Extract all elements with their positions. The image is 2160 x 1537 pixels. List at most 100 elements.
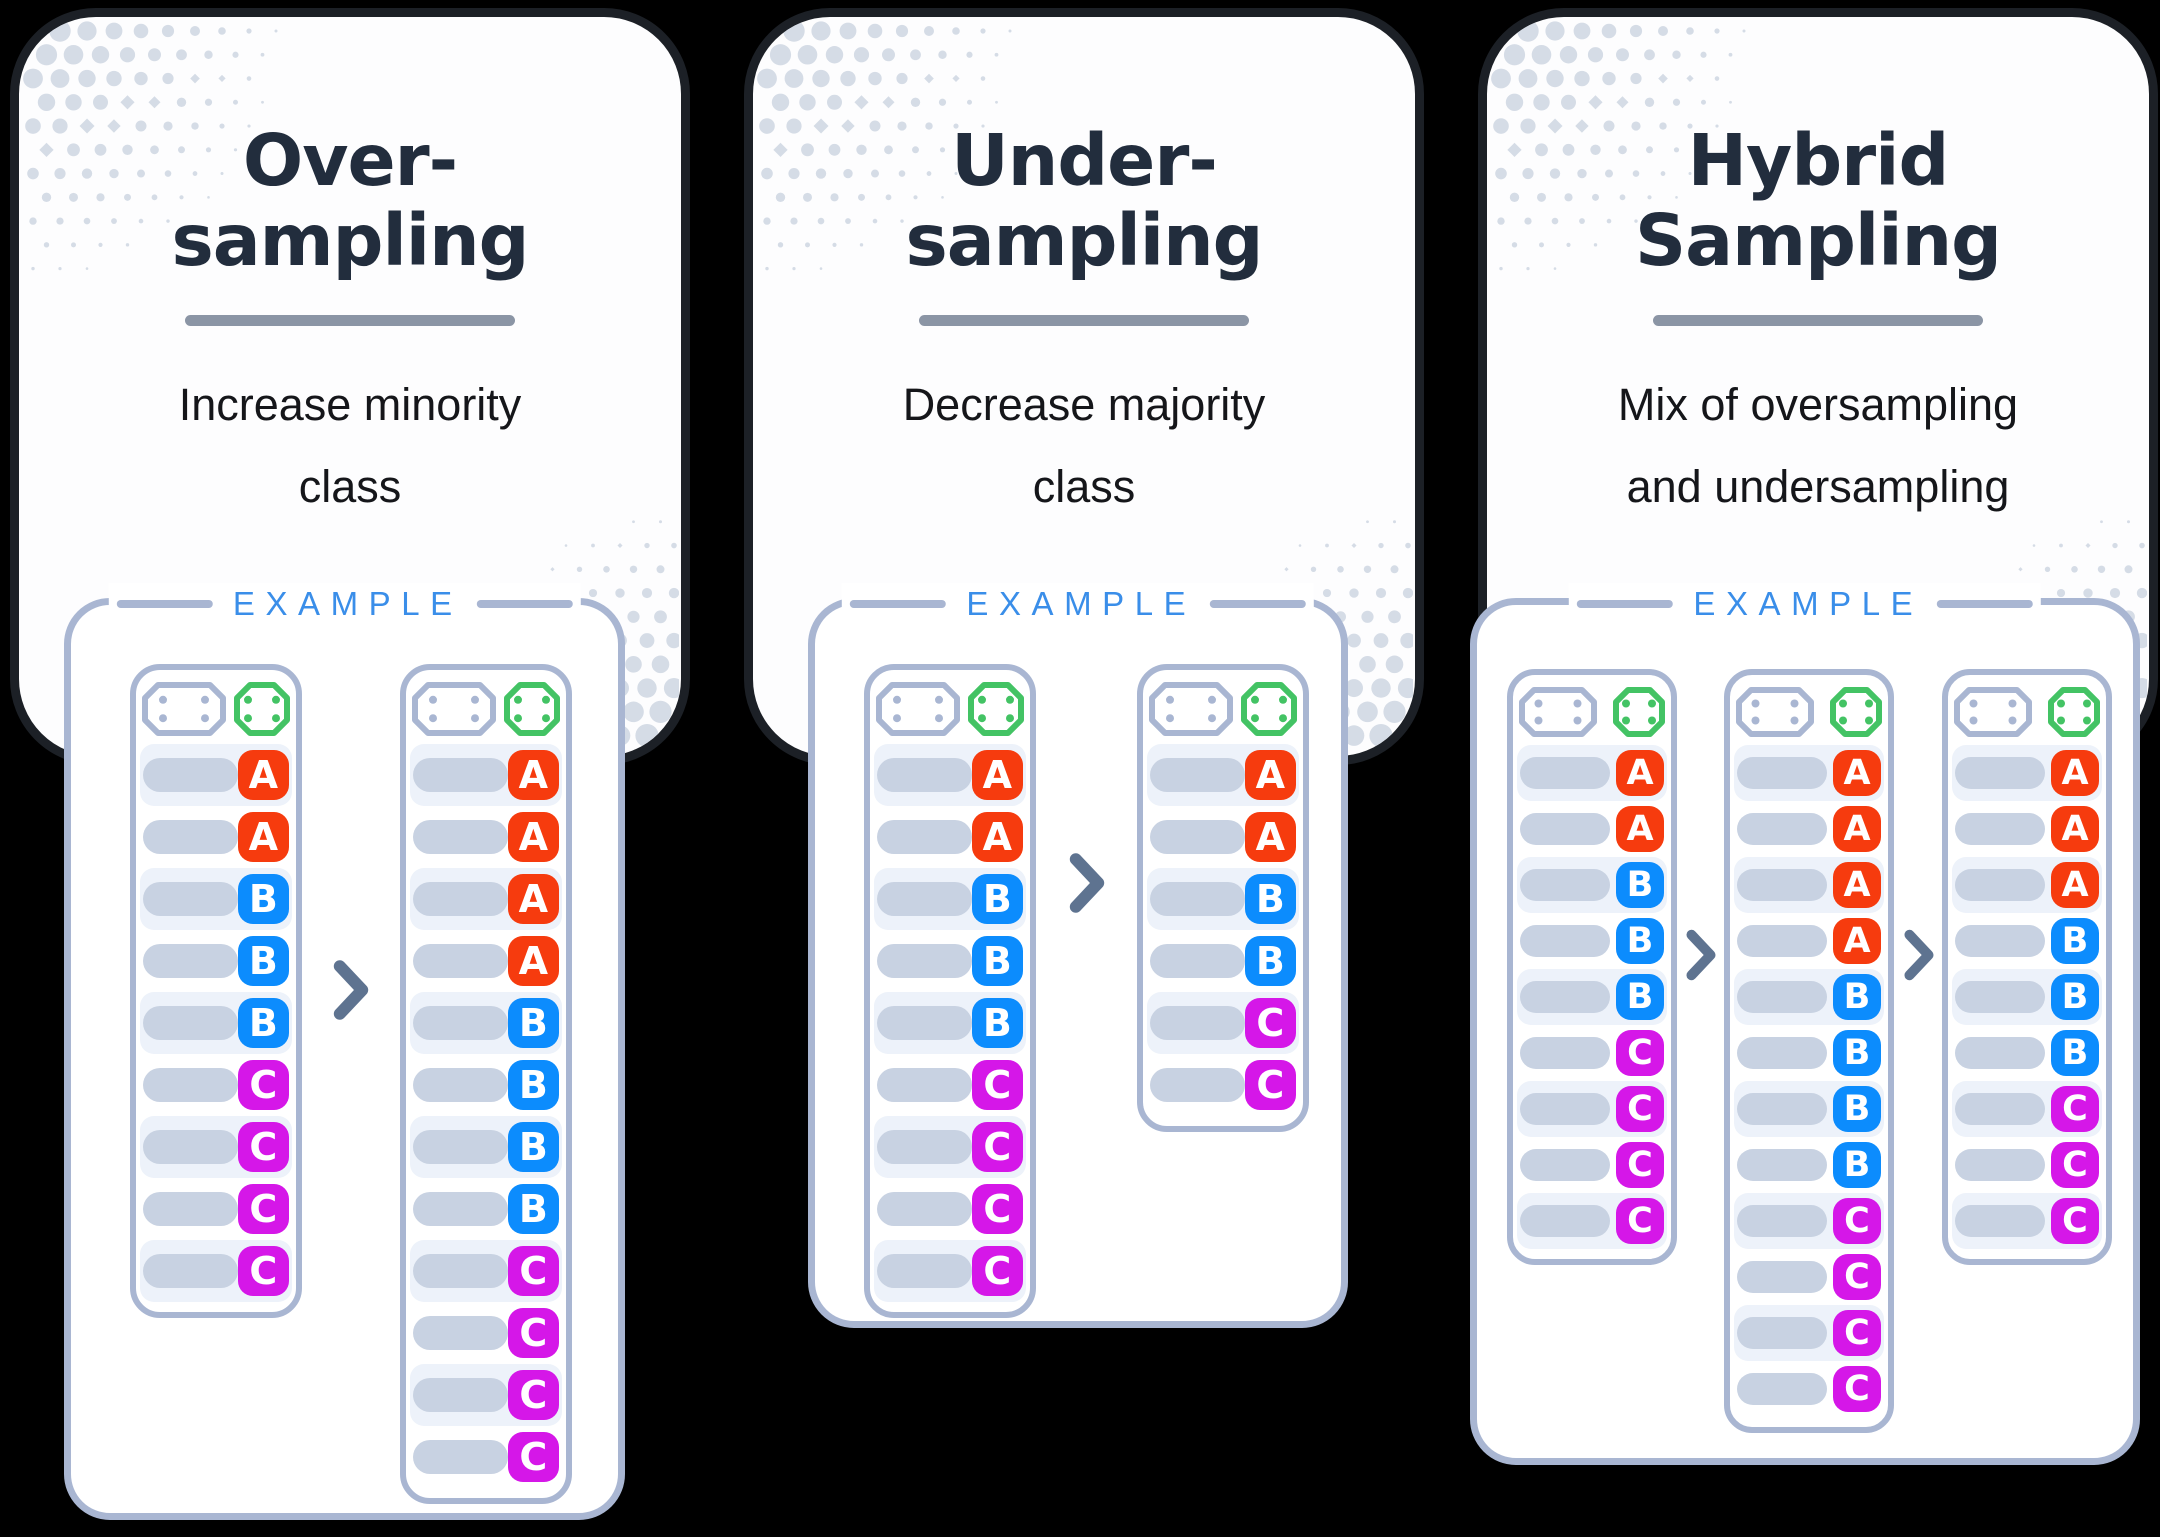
transform-arrow: [1902, 927, 1936, 988]
table-header: [1736, 687, 1882, 737]
example-legend-line: [1210, 600, 1307, 608]
feature-value-pill: [413, 1006, 508, 1040]
table-row: A: [1734, 745, 1884, 801]
table-row: B: [1952, 913, 2102, 969]
feature-column-chip: [1149, 682, 1233, 736]
example-legend: EXAMPLE: [1568, 583, 2042, 625]
class-badge-c: C: [1833, 1366, 1881, 1412]
transform-arrow: [1067, 850, 1107, 921]
feature-column-chip: [876, 682, 960, 736]
class-badge-b: B: [1833, 1142, 1881, 1188]
feature-value-pill: [143, 820, 238, 854]
feature-value-pill: [413, 1378, 508, 1412]
table-header: [1149, 682, 1297, 736]
feature-value-pill: [877, 1192, 972, 1226]
feature-value-pill: [877, 944, 972, 978]
transform-arrow-icon: [1904, 929, 1934, 981]
table-row: A: [410, 868, 562, 930]
card-title-line: Sampling: [1635, 199, 2002, 283]
class-badge-a: A: [2051, 862, 2099, 908]
table-row: A: [1147, 806, 1299, 868]
table-row: B: [874, 930, 1026, 992]
class-badge-c: C: [971, 1122, 1023, 1172]
class-badge-c: C: [1244, 998, 1296, 1048]
class-badge-b: B: [237, 936, 289, 986]
feature-value-pill: [1955, 1093, 2045, 1125]
class-badge-c: C: [971, 1246, 1023, 1296]
feature-value-pill: [1520, 1205, 1610, 1237]
table-row: B: [1517, 857, 1667, 913]
class-badge-c: C: [1833, 1198, 1881, 1244]
class-badge-c: C: [1833, 1310, 1881, 1356]
table-row: C: [1517, 1081, 1667, 1137]
example-legend: EXAMPLE: [841, 583, 1315, 625]
class-badge-c: C: [237, 1122, 289, 1172]
class-badge-a: A: [971, 812, 1023, 862]
table-row: A: [1517, 745, 1667, 801]
table-row: C: [874, 1178, 1026, 1240]
card-description-line: class: [298, 461, 402, 513]
class-badge-c: C: [1616, 1198, 1664, 1244]
table-row: B: [1147, 868, 1299, 930]
class-badge-a: A: [1616, 750, 1664, 796]
feature-value-pill: [413, 1130, 508, 1164]
feature-value-pill: [143, 1006, 238, 1040]
class-badge-c: C: [237, 1184, 289, 1234]
table-row: B: [874, 992, 1026, 1054]
class-badge-c: C: [971, 1060, 1023, 1110]
feature-value-pill: [1737, 1093, 1827, 1125]
class-badge-c: C: [1616, 1086, 1664, 1132]
table-row: B: [1517, 913, 1667, 969]
table-row: C: [1952, 1081, 2102, 1137]
table-row: A: [874, 744, 1026, 806]
feature-value-pill: [1520, 869, 1610, 901]
class-badge-b: B: [1616, 974, 1664, 1020]
table-row: C: [410, 1426, 562, 1488]
example-legend-line: [476, 600, 573, 608]
table-row: B: [1734, 1081, 1884, 1137]
label-column-chip: [1830, 687, 1882, 737]
feature-value-pill: [413, 1440, 508, 1474]
card-description-line: class: [1032, 461, 1136, 513]
class-badge-c: C: [507, 1246, 559, 1296]
feature-value-pill: [1737, 813, 1827, 845]
class-badge-b: B: [2051, 974, 2099, 1020]
class-badge-b: B: [237, 998, 289, 1048]
table-row: B: [140, 992, 292, 1054]
halftone-pattern: [755, 19, 1012, 271]
table-row: C: [1952, 1193, 2102, 1249]
feature-value-pill: [1520, 1149, 1610, 1181]
feature-value-pill: [413, 944, 508, 978]
table-row: A: [410, 930, 562, 992]
feature-value-pill: [413, 758, 508, 792]
feature-value-pill: [1737, 925, 1827, 957]
feature-value-pill: [413, 820, 508, 854]
label-column-chip: [1613, 687, 1665, 737]
table-row: A: [1952, 857, 2102, 913]
card-title-line: sampling: [905, 199, 1263, 283]
class-badge-c: C: [507, 1370, 559, 1420]
feature-value-pill: [1737, 1149, 1827, 1181]
class-badge-b: B: [237, 874, 289, 924]
class-badge-c: C: [1833, 1254, 1881, 1300]
feature-value-pill: [1520, 1037, 1610, 1069]
class-badge-a: A: [507, 936, 559, 986]
table-row: C: [410, 1364, 562, 1426]
class-badge-c: C: [1616, 1030, 1664, 1076]
class-badge-a: A: [2051, 806, 2099, 852]
feature-value-pill: [1737, 1261, 1827, 1293]
feature-value-pill: [1520, 981, 1610, 1013]
feature-value-pill: [1737, 1205, 1827, 1237]
feature-value-pill: [1150, 820, 1245, 854]
table-row: B: [410, 1116, 562, 1178]
table-row: C: [410, 1240, 562, 1302]
table-row: A: [1734, 801, 1884, 857]
card-description-line: Mix of oversampling: [1617, 379, 2019, 431]
